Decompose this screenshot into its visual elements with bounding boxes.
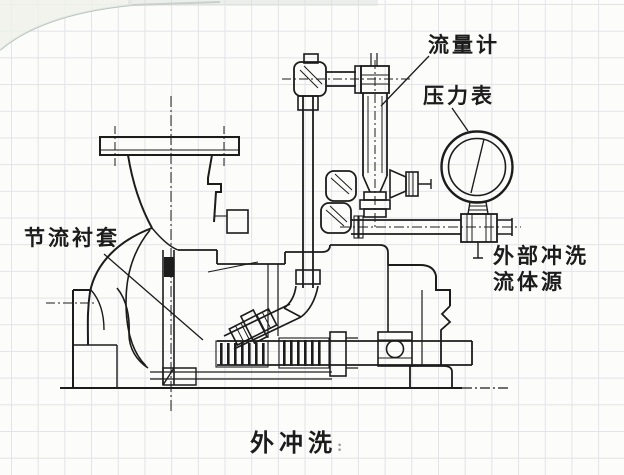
gauge-needle bbox=[470, 138, 485, 194]
source-valve bbox=[460, 201, 498, 259]
needle-valve bbox=[389, 168, 432, 200]
pump-cross-section bbox=[46, 96, 510, 414]
leader-line-pressure-gauge bbox=[451, 107, 469, 132]
leader-lines bbox=[103, 55, 469, 341]
leader-line-throttle-bushing bbox=[103, 253, 204, 341]
leader-line-flow-meter bbox=[380, 55, 430, 107]
flow-meter-drawing bbox=[359, 60, 391, 228]
flush-piping bbox=[223, 53, 521, 350]
pressure-gauge-drawing bbox=[440, 130, 514, 204]
label-flow-meter: 流量计 bbox=[428, 33, 500, 57]
figure-caption: 外冲洗: bbox=[250, 423, 342, 458]
ball-bearing bbox=[385, 339, 405, 359]
label-pressure-gauge: 压力表 bbox=[423, 84, 495, 108]
caption-text: 外冲洗 bbox=[250, 431, 337, 457]
seal-pack-hatch bbox=[283, 340, 321, 366]
throttle-bushing-hatch bbox=[220, 343, 265, 365]
caption-mark: : bbox=[337, 438, 343, 455]
label-throttle-bushing: 节流衬套 bbox=[24, 226, 120, 250]
label-external-flush-source: 外部冲洗 流体源 bbox=[493, 244, 589, 294]
page-curl bbox=[0, 0, 378, 51]
union-fitting bbox=[228, 307, 278, 347]
